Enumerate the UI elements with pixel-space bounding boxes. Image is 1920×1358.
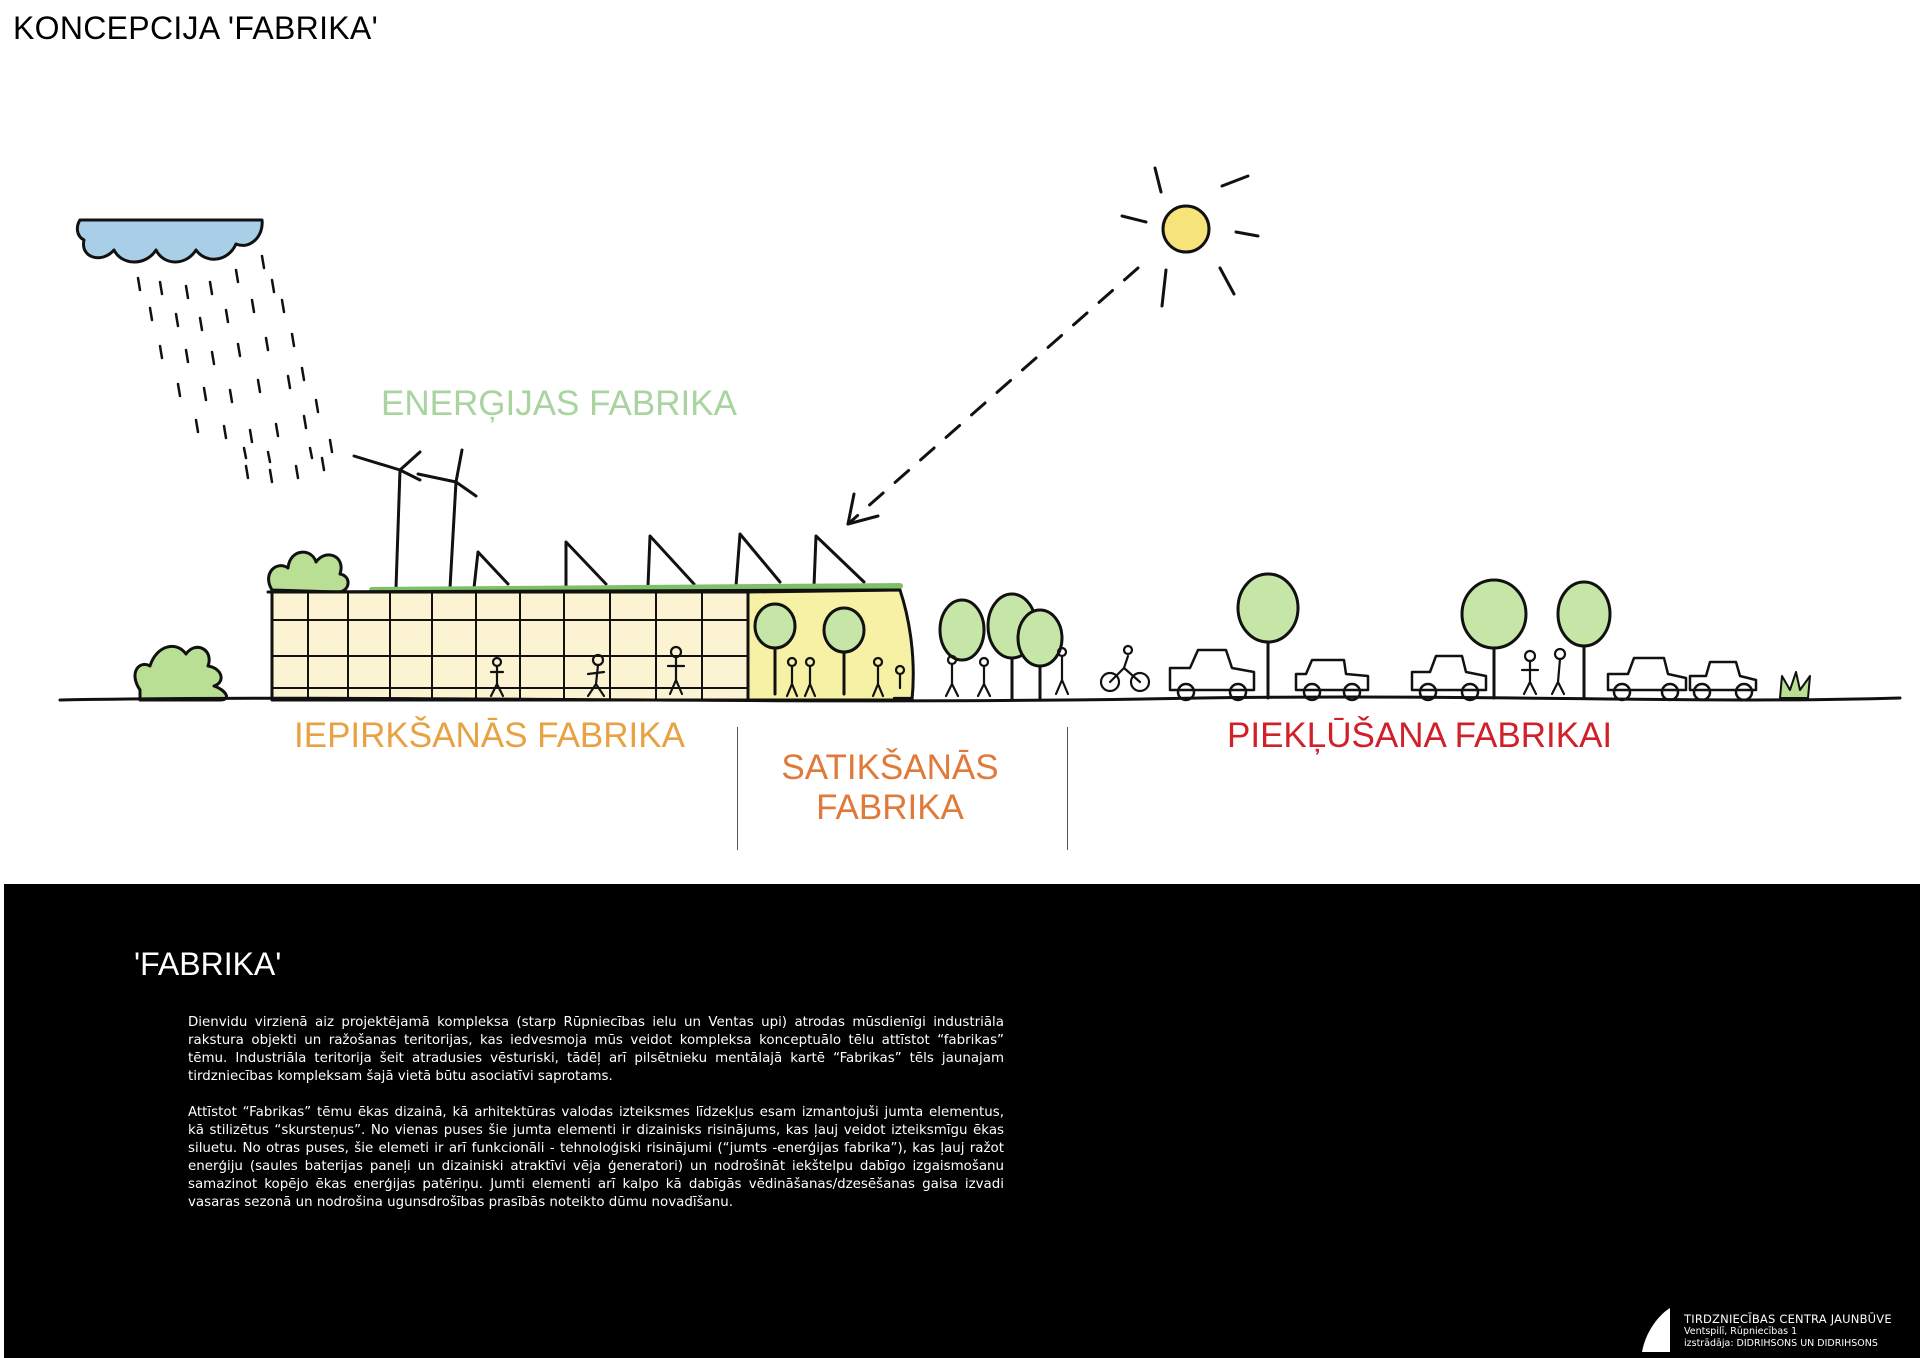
rain-cloud-icon bbox=[75, 218, 264, 264]
paragraph: Attīstot “Fabrikas” tēmu ēkas dizainā, k… bbox=[188, 1105, 1004, 1210]
building-icon bbox=[266, 583, 915, 702]
footer-project-title: TIRDZNIECĪBAS CENTRA JAUNBŪVE bbox=[1684, 1312, 1892, 1326]
footer-address: Ventspilī, Rūpniecības 1 bbox=[1684, 1326, 1798, 1337]
label-energy-factory: ENERĢIJAS FABRIKA bbox=[381, 384, 737, 423]
wind-turbine-icon bbox=[352, 448, 478, 590]
section-divider bbox=[737, 727, 738, 850]
roof-bush-icon bbox=[267, 550, 350, 594]
label-shopping-factory: IEPIRKŠANĀS FABRIKA bbox=[294, 716, 685, 755]
car-icon bbox=[1168, 648, 1758, 702]
panel-heading: 'FABRIKA' bbox=[134, 946, 282, 982]
footer-block: TIRDZNIECĪBAS CENTRA JAUNBŪVE Ventspilī,… bbox=[1640, 1306, 1920, 1356]
person-icon bbox=[944, 646, 1070, 698]
footer-author: izstrādāja: DIDRIHSONS UN DIDRIHSONS bbox=[1684, 1338, 1878, 1349]
footer-text: TIRDZNIECĪBAS CENTRA JAUNBŪVE Ventspilī,… bbox=[1684, 1312, 1892, 1350]
bicycle-icon bbox=[1099, 644, 1151, 693]
info-panel: 'FABRIKA' Dienvidu virzienā aiz projektē… bbox=[4, 884, 1920, 1358]
concept-sketch bbox=[58, 166, 1902, 703]
roof-chimney-icon bbox=[472, 532, 866, 590]
person-icon bbox=[489, 645, 914, 700]
sun-icon bbox=[1120, 166, 1260, 308]
section-divider bbox=[1067, 727, 1068, 850]
ground-line bbox=[58, 695, 1902, 703]
panel-body: Dienvidu virzienā aiz projektējamā kompl… bbox=[188, 1014, 1004, 1230]
ground-bush-icon bbox=[133, 644, 228, 702]
paragraph: Dienvidu virzienā aiz projektējamā kompl… bbox=[188, 1015, 1004, 1084]
cloud-icon bbox=[75, 218, 264, 264]
person-icon bbox=[1520, 647, 1567, 696]
grass-icon bbox=[1779, 671, 1811, 699]
label-meeting-factory: SATIKŠANĀS FABRIKA bbox=[781, 748, 999, 827]
page-title: KONCEPCIJA 'FABRIKA' bbox=[13, 10, 378, 46]
label-access-factory: PIEKĻŪŠANA FABRIKAI bbox=[1227, 716, 1613, 755]
tree-icon bbox=[753, 602, 866, 696]
tree-icon bbox=[938, 592, 1064, 702]
sun-ray-arrow-icon bbox=[846, 266, 1140, 526]
logo-icon bbox=[1642, 1308, 1670, 1352]
tree-icon bbox=[1236, 572, 1612, 700]
rain-icon bbox=[136, 254, 334, 484]
